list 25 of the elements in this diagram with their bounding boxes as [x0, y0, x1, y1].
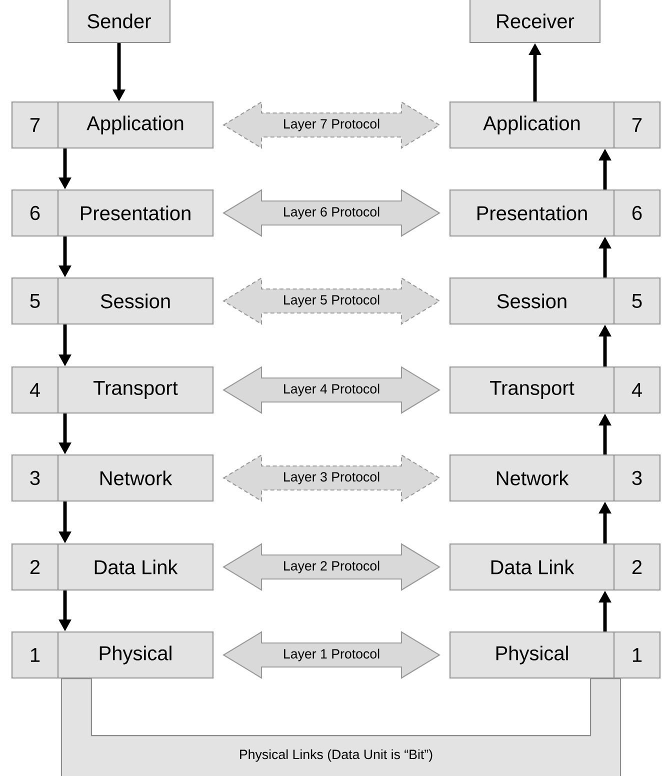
edge-label: Physical Links (Data Unit is “Bit”) — [238, 748, 434, 764]
edge-label: Layer 2 Protocol — [282, 559, 382, 575]
layer-box: Network 3 — [449, 454, 661, 502]
layer-box: 4 Transport — [11, 366, 214, 414]
edge-label: Layer 5 Protocol — [282, 293, 382, 309]
layer-box: Session 5 — [449, 277, 661, 325]
layer-box: 3 Network — [11, 454, 214, 502]
layer-box: Transport 4 — [449, 366, 661, 414]
edge-label: Layer 4 Protocol — [282, 382, 382, 398]
edge-label: Layer 7 Protocol — [282, 117, 382, 133]
link-band — [60, 678, 622, 776]
edge-label: Layer 3 Protocol — [282, 470, 382, 486]
layer-box: Physical 1 — [449, 631, 661, 679]
layer-box: 2 Data Link — [11, 543, 214, 591]
layer-box: Data Link 2 — [449, 543, 661, 591]
layer-box: 6 Presentation — [11, 189, 214, 237]
layer-box: 7 Application — [11, 101, 214, 149]
edge-label: Layer 6 Protocol — [282, 205, 382, 221]
party-box: Sender — [67, 0, 171, 44]
layer-box: 1 Physical — [11, 631, 214, 679]
layer-box: Application 7 — [449, 101, 661, 149]
layer-box: Presentation 6 — [449, 189, 661, 237]
layer-box: 5 Session — [11, 277, 214, 325]
party-box: Receiver — [469, 0, 601, 44]
edge-label: Layer 1 Protocol — [282, 647, 382, 663]
